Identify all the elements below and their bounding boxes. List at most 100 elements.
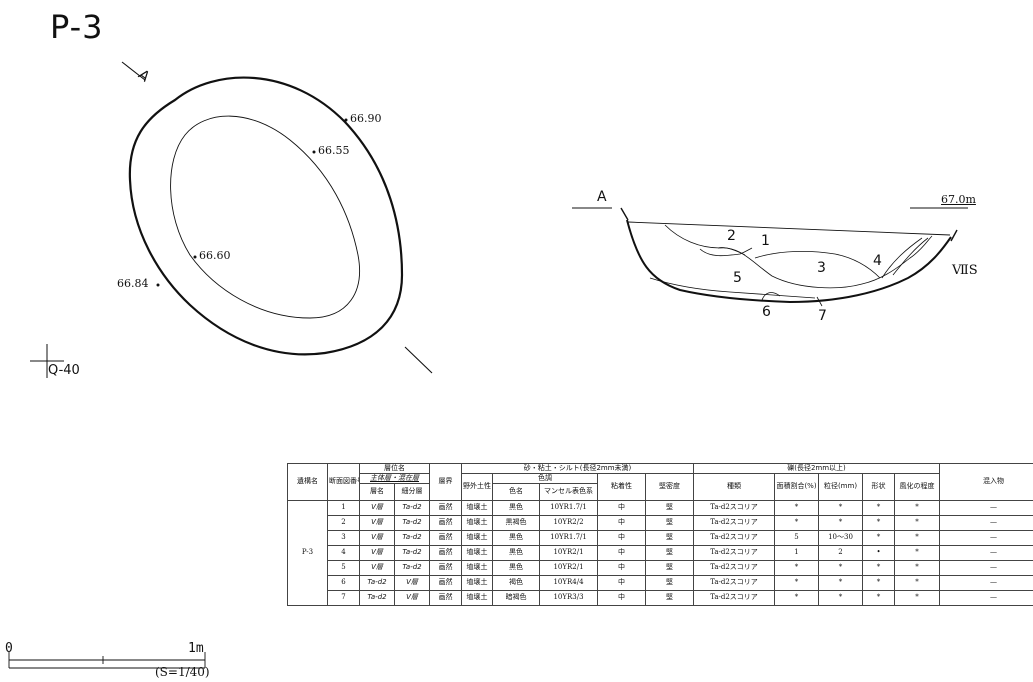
layer-boundary [892,237,929,276]
cell-soil: 埴壌土 [461,500,493,516]
cell-weathering: * [894,530,941,546]
cell-sub-layer: Ta-d2 [394,530,430,546]
layer-number: 3 [817,260,826,276]
layer-number: 5 [733,270,742,286]
elevation-label: 66.55 [318,144,350,157]
cell-sub-layer: Ta-d2 [394,515,430,531]
cell-color: 黒色 [492,560,540,576]
scale-ratio: (S=1/40) [155,665,210,679]
cell-area: * [774,560,820,576]
cell-kind: Ta-d2スコリア [693,515,776,531]
header-boundary: 層界 [429,463,462,501]
cell-munsell: 10YR1.7/1 [539,500,598,516]
layer-number: 2 [727,228,736,244]
cell-shape: * [862,500,896,516]
header-site: 遺構名 [287,463,328,501]
grid-point-label: Q-40 [48,363,80,378]
cell-munsell: 10YR1.7/1 [539,530,598,546]
cell-stickiness: 中 [597,575,646,591]
elevation-label: 66.60 [199,249,231,262]
header-munsell: マンセル表色系 [539,483,598,501]
header-gravel-group: 礫(長径2mm以上) [693,463,941,474]
header-section-no: 断面図番号 [327,463,360,501]
cell-stickiness: 中 [597,515,646,531]
cell-soil: 埴壌土 [461,530,493,546]
layer-boundary [761,292,781,301]
cell-kind: Ta-d2スコリア [693,560,776,576]
cell-shape: * [862,530,896,546]
cell-sub-layer: Ⅴ層 [394,575,430,591]
cell-shape: * [862,560,896,576]
cell-color: 黒色 [492,500,540,516]
header-shape: 形状 [862,473,896,501]
section-end-tick-left [620,207,629,221]
cell-shape: * [862,575,896,591]
header-color-name: 色名 [492,483,540,501]
cell-weathering: * [894,590,941,606]
header-hardness: 堅密度 [644,473,695,501]
cell-inclusions: — [939,545,1033,561]
layer-boundary [649,277,816,299]
cell-site: P-3 [287,500,328,606]
layer-number: 6 [762,304,771,320]
cell-munsell: 10YR2/2 [539,515,598,531]
cell-area: * [774,575,820,591]
cell-hardness: 堅 [644,590,695,606]
cell-layer: Ⅴ層 [359,530,395,546]
cell-hardness: 堅 [644,530,695,546]
section-line-a [121,61,146,81]
cell-layer: Ta-d2 [359,590,395,606]
cell-boundary: 画然 [429,560,462,576]
elevation-label: 66.90 [350,112,382,125]
cell-layer: Ⅴ層 [359,500,395,516]
cell-size: * [818,500,864,516]
cell-size: * [818,575,864,591]
cell-stickiness: 中 [597,530,646,546]
cell-stickiness: 中 [597,590,646,606]
header-inclusions: 混入物 [939,463,1033,501]
cell-munsell: 10YR2/1 [539,545,598,561]
cell-inclusions: — [939,560,1033,576]
cell-layer: Ⅴ層 [359,545,395,561]
cell-boundary: 画然 [429,590,462,606]
header-layer-sub: 主体層・混在層 [359,473,430,484]
header-stickiness: 粘着性 [597,473,646,501]
cell-hardness: 堅 [644,560,695,576]
layer-number: 1 [761,233,770,249]
scale-bar [8,652,206,669]
cell-hardness: 堅 [644,500,695,516]
header-layer-name: 層名 [359,483,395,501]
header-grain-size: 粒径(mm) [818,473,864,501]
plan-view [30,61,433,378]
cell-no: 1 [327,500,360,516]
cell-soil: 埴壌土 [461,545,493,561]
cell-kind: Ta-d2スコリア [693,590,776,606]
layer-number: 4 [873,253,882,269]
layer-boundary [717,247,746,256]
cell-sub-layer: Ta-d2 [394,500,430,516]
header-weathering: 風化の程度 [894,473,941,501]
cell-size: * [818,560,864,576]
cell-area: 1 [774,545,820,561]
cell-stickiness: 中 [597,500,646,516]
cell-size: * [818,515,864,531]
cell-stickiness: 中 [597,545,646,561]
layer-boundary [881,237,923,279]
cell-kind: Ta-d2スコリア [693,530,776,546]
header-color-group: 色調 [492,473,598,484]
cell-hardness: 堅 [644,545,695,561]
header-layer-group: 層位名 [359,463,430,474]
pit-outer-outline [128,76,404,356]
layer-boundary [754,250,881,279]
cell-inclusions: — [939,590,1033,606]
cell-soil: 埴壌土 [461,560,493,576]
cell-weathering: * [894,575,941,591]
cell-color: 暗褐色 [492,590,540,606]
ground-surface [627,221,951,236]
cell-color: 褐色 [492,575,540,591]
